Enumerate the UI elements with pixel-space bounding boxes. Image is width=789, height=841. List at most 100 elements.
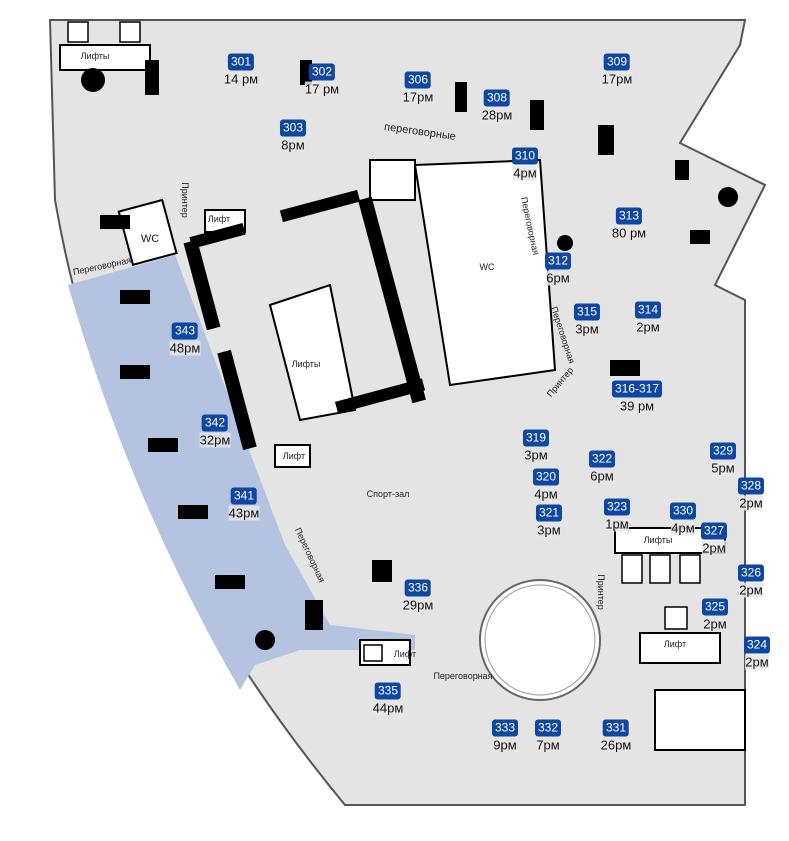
room-number: 327 [700, 522, 728, 540]
room-number: 336 [404, 579, 432, 597]
room-capacity: 2рм [739, 582, 763, 598]
lift-label: Лифт [282, 451, 306, 461]
highlighted-zone [68, 255, 415, 690]
room-capacity: 17 рм [304, 81, 340, 97]
room-number: 332 [534, 719, 562, 737]
room-number: 341 [230, 487, 258, 505]
room-capacity: 14 рм [223, 71, 259, 87]
room-number: 326 [737, 564, 765, 582]
room-number: 314 [634, 301, 662, 319]
lift-label: Лифт [663, 639, 687, 649]
room-number: 309 [603, 53, 631, 71]
room-number: 321 [535, 504, 563, 522]
room-number: 322 [588, 450, 616, 468]
room-capacity: 3рм [537, 522, 561, 538]
room-capacity: 6рм [546, 270, 570, 286]
lift-label: Лифт [393, 649, 417, 659]
room-number: 331 [602, 719, 630, 737]
room-capacity: 2рм [702, 540, 726, 556]
wc-label: WC [140, 233, 160, 245]
room-number: 316-317 [611, 380, 663, 398]
room-number: 302 [308, 63, 336, 81]
room-capacity: 17рм [402, 89, 434, 105]
room-capacity: 9рм [493, 737, 517, 753]
room-number: 324 [743, 636, 771, 654]
room-number: 329 [709, 442, 737, 460]
room-number: 335 [374, 682, 402, 700]
room-capacity: 3рм [575, 321, 599, 337]
room-number: 319 [522, 429, 550, 447]
room-capacity: 80 рм [611, 225, 647, 241]
room-number: 323 [603, 498, 631, 516]
lift-label: Лифт [207, 214, 231, 224]
room-capacity: 8рм [281, 137, 305, 153]
room-capacity: 2рм [703, 616, 727, 632]
room-number: 325 [701, 598, 729, 616]
room-number: 308 [483, 89, 511, 107]
room-number: 301 [227, 53, 255, 71]
room-number: 315 [573, 303, 601, 321]
lifts-label: Лифты [291, 359, 321, 369]
room-capacity: 39 рм [619, 398, 655, 414]
room-capacity: 2рм [636, 319, 660, 335]
room-capacity: 48рм [169, 340, 201, 356]
room-capacity: 4рм [513, 165, 537, 181]
room-capacity: 5рм [711, 460, 735, 476]
room-number: 330 [669, 502, 697, 520]
atrium [479, 579, 601, 701]
room-number: 328 [737, 477, 765, 495]
room-capacity: 4рм [671, 520, 695, 536]
room-number: 342 [201, 414, 229, 432]
room-capacity: 32рм [199, 432, 231, 448]
room-number: 333 [491, 719, 519, 737]
room-capacity: 29рм [402, 597, 434, 613]
room-number: 343 [171, 322, 199, 340]
room-capacity: 17рм [601, 71, 633, 87]
wc-label: WC [479, 262, 495, 272]
room-number: 306 [404, 71, 432, 89]
room-capacity: 1рм [605, 516, 629, 532]
room-capacity: 43рм [228, 505, 260, 521]
lifts-label: Лифты [643, 535, 673, 545]
room-capacity: 26рм [600, 737, 632, 753]
room-capacity: 3рм [524, 447, 548, 463]
room-capacity: 4рм [534, 486, 558, 502]
room-number: 320 [532, 468, 560, 486]
gym-label: Спорт-зал [366, 489, 410, 499]
room-capacity: 6рм [590, 468, 614, 484]
